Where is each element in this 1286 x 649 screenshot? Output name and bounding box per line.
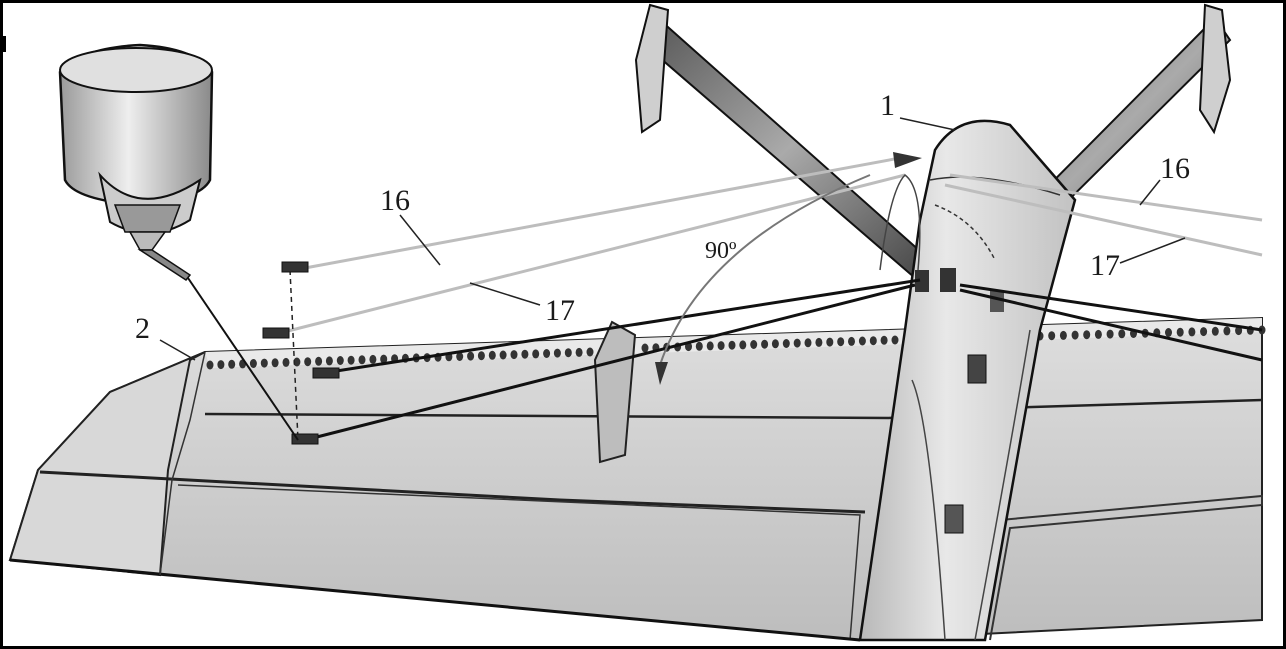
wire-16-set: [279, 156, 1263, 335]
wing-hole: [347, 355, 355, 365]
wing-hole: [510, 350, 518, 360]
wing-hole: [1211, 326, 1219, 336]
wing-hole: [271, 358, 279, 368]
wing-hole: [575, 347, 583, 357]
wing-hole: [826, 337, 834, 347]
wing-hole: [858, 336, 866, 346]
wing: [8, 316, 1263, 642]
wire-end-fittings: [262, 261, 340, 445]
wing-hole: [728, 340, 736, 350]
label-1: 1: [880, 89, 895, 122]
angle-indicator: [655, 152, 922, 385]
wing-hole: [249, 359, 257, 368]
wing-hole: [848, 336, 855, 346]
fuselage: [858, 119, 1077, 642]
wing-hole: [1071, 330, 1079, 340]
label-17-left: 17: [545, 294, 575, 327]
corner-mark: [0, 36, 6, 52]
wing-hole: [891, 335, 899, 345]
wing-hole: [586, 347, 594, 357]
wing-hole: [358, 355, 366, 365]
wing-hole: [1176, 327, 1184, 337]
leader-lines: [159, 117, 1186, 361]
glue-bottle: [58, 43, 299, 441]
wing-hole: [706, 341, 714, 351]
wing-hole: [467, 351, 475, 361]
wing-hole: [837, 337, 845, 347]
wing-hole: [641, 343, 649, 353]
wing-hole: [315, 356, 323, 366]
wing-hole: [782, 339, 790, 348]
wing-hole: [488, 350, 496, 360]
wing-hole: [1165, 328, 1172, 337]
label-16-left: 16: [380, 184, 410, 217]
wing-hole: [369, 354, 377, 364]
wing-hole: [380, 354, 388, 364]
wing-hole: [217, 360, 225, 370]
wing-hole: [1118, 329, 1126, 339]
wing-hole: [456, 352, 464, 361]
wing-hole: [815, 337, 823, 347]
wing-hole: [761, 339, 769, 349]
label-16-right: 16: [1160, 152, 1190, 185]
wing-hole: [1094, 329, 1102, 339]
label-17-right: 17: [1090, 249, 1120, 282]
wing-hole: [543, 349, 551, 358]
wing-hole: [695, 341, 703, 351]
wing-hole: [1048, 331, 1056, 341]
wing-hole: [325, 356, 333, 366]
wing-hole: [282, 357, 290, 367]
wing-hole: [521, 349, 529, 359]
wire-17-set: [304, 278, 1263, 442]
wing-hole: [1188, 327, 1196, 337]
alignment-dashed-line: [289, 269, 299, 441]
wing-hole: [869, 336, 877, 346]
label-2: 2: [135, 312, 150, 345]
wing-hole: [717, 341, 725, 351]
wing-hole: [1200, 327, 1208, 337]
wing-hole: [1223, 326, 1231, 336]
wing-hole: [793, 338, 801, 348]
wing-hole: [1059, 330, 1067, 340]
wing-hole: [553, 348, 561, 358]
wing-hole: [1235, 326, 1243, 336]
wing-hole: [1083, 330, 1091, 340]
wing-hole: [228, 359, 236, 369]
wing-hole: [1106, 329, 1114, 339]
wing-hole: [739, 340, 747, 350]
wing-hole: [499, 350, 507, 360]
wing-hole: [336, 356, 344, 365]
wing-hole: [477, 351, 485, 361]
wing-hole: [804, 338, 812, 348]
angle-label: 90º: [705, 238, 737, 264]
wing-hole: [564, 348, 572, 358]
wing-hole: [771, 339, 779, 349]
wing-hole: [260, 358, 268, 368]
wing-hole: [532, 349, 540, 359]
wing-hole: [750, 340, 758, 349]
wing-hole: [304, 357, 312, 367]
wing-fence: [593, 320, 637, 464]
wing-hole: [206, 360, 214, 370]
wing-hole: [880, 335, 888, 345]
